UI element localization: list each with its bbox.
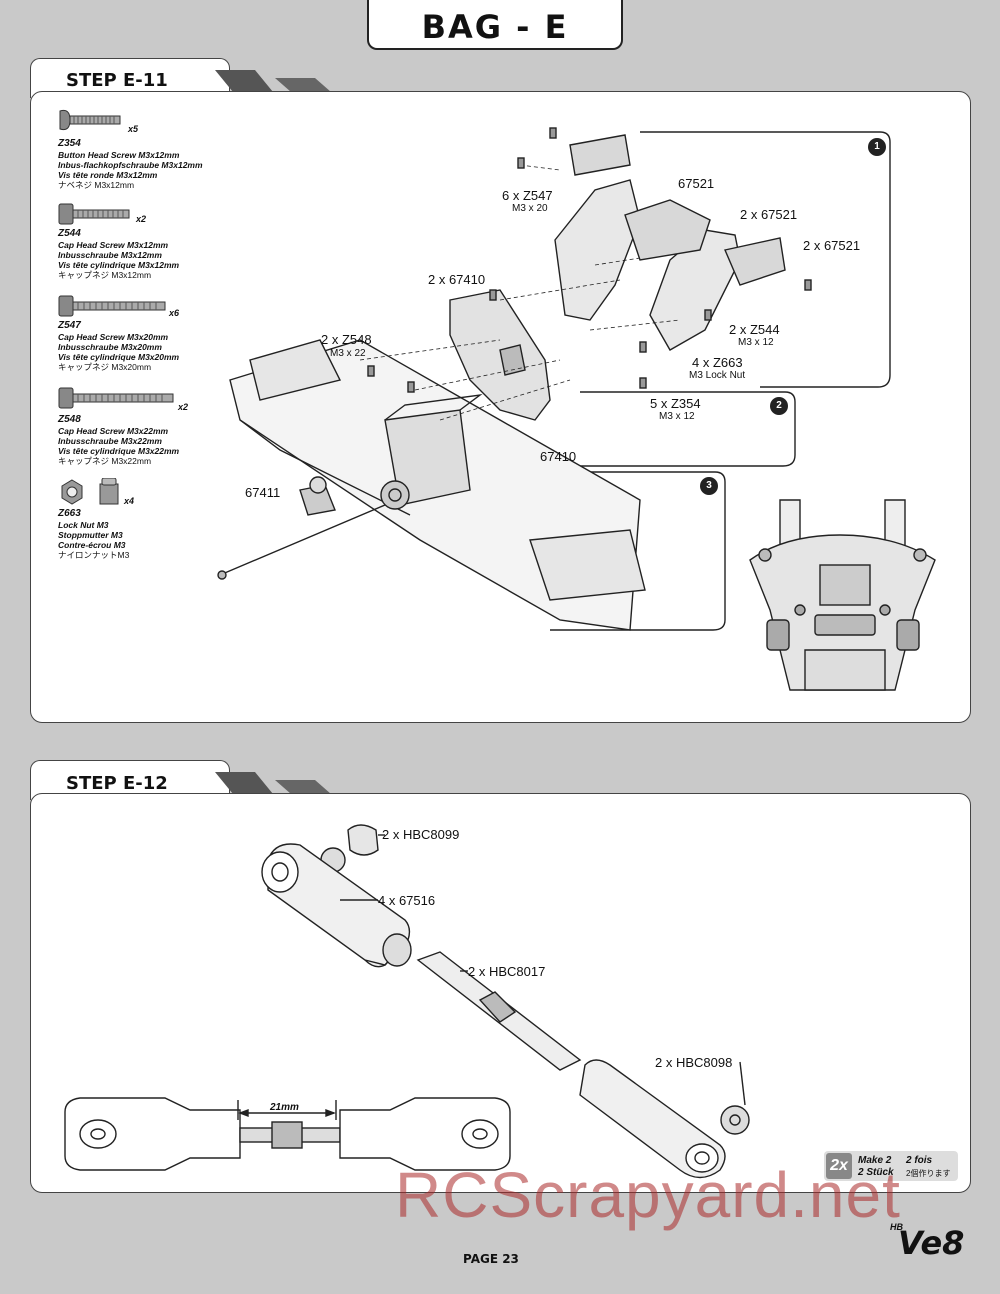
- part-desc-en: Cap Head Screw M3x22mm: [58, 426, 169, 436]
- step12-label: STEP E-12: [66, 773, 168, 794]
- part-desc-en: Button Head Screw M3x12mm: [58, 150, 180, 160]
- callout-z548: 2 x Z548: [321, 332, 372, 347]
- part-z663: x4 Z663 Lock Nut M3 Stoppmutter M3 Contr…: [58, 478, 248, 568]
- callout-67410-top: 2 x 67410: [428, 272, 486, 287]
- watermark-text: RCScrapyard.net: [395, 1159, 901, 1231]
- part-desc-en: Cap Head Screw M3x12mm: [58, 240, 169, 250]
- part-z544: x2 Z544 Cap Head Screw M3x12mm Inbusschr…: [58, 202, 248, 294]
- callout-hbc8098: 2 x HBC8098: [655, 1055, 733, 1070]
- callout-z544-size: M3 x 12: [738, 337, 774, 348]
- callout-hbc8017: 2 x HBC8017: [468, 964, 546, 979]
- part-desc-en: Lock Nut M3: [58, 520, 109, 530]
- callout-67521-c: 2 x 67521: [803, 238, 861, 253]
- part-desc-de: Inbus-flachkopfschraube M3x12mm: [58, 160, 203, 170]
- make-en: Make 2: [858, 1155, 892, 1166]
- bag-title: BAG - E: [421, 8, 569, 46]
- callout-hbc8099: 2 x HBC8099: [382, 827, 460, 842]
- callout-z663: 4 x Z663: [692, 355, 743, 370]
- callout-67411: 67411: [245, 485, 281, 500]
- part-desc-en: Cap Head Screw M3x20mm: [58, 332, 169, 342]
- step12-turnbuckle-drawing: [64, 824, 750, 1179]
- part-desc-jp: ナイロンナットM3: [58, 550, 130, 560]
- part-id: Z548: [58, 414, 81, 425]
- part-z354: x5 Z354 Button Head Screw M3x12mm Inbus-…: [58, 108, 248, 202]
- bag-title-tab: BAG - E: [367, 0, 623, 50]
- logo-ve8: Ve8: [898, 1224, 965, 1262]
- make-quantity-box: 2x Make 2 2 fois 2 Stück 2個作ります: [824, 1151, 958, 1181]
- part-desc-fr: Vis tête cylindrique M3x20mm: [58, 352, 180, 362]
- part-z548: x2 Z548 Cap Head Screw M3x22mm Inbusschr…: [58, 386, 248, 478]
- part-qty: x2: [178, 402, 189, 412]
- page-number: PAGE 23: [463, 1252, 519, 1266]
- make-jp: 2個作ります: [906, 1169, 951, 1178]
- ve8-logo: HB Ve8: [890, 1218, 970, 1268]
- part-z547: x6 Z547 Cap Head Screw M3x20mm Inbusschr…: [58, 294, 248, 386]
- part-desc-jp: キャップネジ M3x12mm: [58, 270, 152, 280]
- callout-67516: 4 x 67516: [378, 893, 436, 908]
- callout-z354-size: M3 x 12: [659, 411, 695, 422]
- step11-stripes: [215, 70, 331, 92]
- part-desc-de: Inbusschraube M3x20mm: [58, 342, 162, 352]
- step11-assembly-drawing: [217, 127, 936, 691]
- part-desc-fr: Vis tête cylindrique M3x12mm: [58, 260, 180, 270]
- callout-z548-size: M3 x 22: [330, 348, 366, 359]
- part-desc-de: Stoppmutter M3: [58, 530, 123, 540]
- make-de: 2 Stück: [858, 1167, 894, 1178]
- dimension-label: 21mm: [270, 1102, 299, 1113]
- callout-z547-size: M3 x 20: [512, 203, 548, 214]
- callout-67410: 67410: [540, 449, 577, 464]
- make-fr: 2 fois: [906, 1155, 933, 1166]
- part-desc-jp: キャップネジ M3x20mm: [58, 362, 152, 372]
- part-id: Z547: [58, 320, 81, 331]
- part-qty: x5: [128, 124, 139, 134]
- part-qty: x4: [124, 496, 135, 506]
- cap-head-screw-icon: [58, 295, 166, 317]
- part-desc-jp: キャップネジ M3x22mm: [58, 456, 152, 466]
- part-desc-fr: Contre-écrou M3: [58, 540, 126, 550]
- callout-z544: 2 x Z544: [729, 322, 780, 337]
- callout-67521: 67521: [678, 176, 715, 191]
- callout-z354: 5 x Z354: [650, 396, 701, 411]
- step11-label: STEP E-11: [66, 70, 168, 91]
- parts-list: x5 Z354 Button Head Screw M3x12mm Inbus-…: [58, 108, 248, 568]
- part-id: Z354: [58, 138, 81, 149]
- part-qty: x2: [136, 214, 147, 224]
- part-desc-fr: Vis tête ronde M3x12mm: [58, 170, 158, 180]
- step12-stripes: [215, 772, 331, 794]
- part-desc-jp: ナベネジ M3x12mm: [58, 180, 135, 190]
- callout-z547: 6 x Z547: [502, 188, 553, 203]
- logo-hb: HB: [890, 1222, 903, 1232]
- part-id: Z544: [58, 228, 81, 239]
- substep-badge-3: 3: [700, 477, 718, 495]
- button-head-screw-icon: [59, 109, 121, 131]
- callout-67521-b: 2 x 67521: [740, 207, 798, 222]
- make-2x-badge: 2x: [826, 1153, 852, 1179]
- part-desc-de: Inbusschraube M3x22mm: [58, 436, 162, 446]
- part-id: Z663: [58, 508, 81, 519]
- part-desc-fr: Vis tête cylindrique M3x22mm: [58, 446, 180, 456]
- callout-z663-desc: M3 Lock Nut: [689, 370, 746, 381]
- substep-badge-2: 2: [770, 397, 788, 415]
- cap-head-screw-icon: [58, 387, 174, 409]
- substep-badge-1: 1: [868, 138, 886, 156]
- cap-head-screw-icon: [58, 203, 130, 225]
- part-desc-de: Inbusschraube M3x12mm: [58, 250, 162, 260]
- part-qty: x6: [169, 308, 180, 318]
- lock-nut-icon: [61, 478, 119, 505]
